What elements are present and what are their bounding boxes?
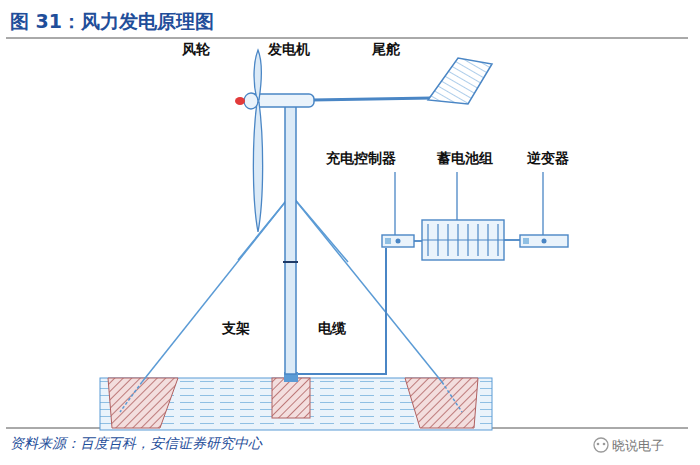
foundation [100,372,492,430]
part-name: 尾舵 [372,41,400,59]
leader-line [394,172,395,235]
tower-pole [285,106,296,374]
title-rule [6,38,688,39]
figure-title: 图 31：风力发电原理图 [10,9,214,35]
battery-symbol [417,150,507,262]
unit-label: 蓄电池组 [417,150,513,168]
controller-body [382,235,414,247]
source-caption: 资料来源：百度百科，安信证券研究中心 [10,435,262,453]
cable [298,248,386,374]
part-name: 支架 [222,320,250,338]
watermark: 晓说电子 [612,437,664,455]
leader-line [456,172,457,220]
inverter-body [520,235,568,247]
battery-unit: 蓄电池组 [417,150,513,262]
inverter-unit: 逆变器 [515,150,581,252]
watermark-icon [594,438,608,452]
unit-label: 充电控制器 [302,150,420,168]
unit-label: 逆变器 [515,150,581,168]
battery-body [422,220,504,260]
leader-line [542,172,543,235]
part-name: 电缆 [318,320,346,338]
tail-boom [312,98,432,100]
controller-unit: 充电控制器 [302,150,420,252]
wire-connector [414,240,422,242]
tail-vane [428,58,492,104]
part-name: 风轮 [182,41,210,59]
rotor [235,50,263,232]
part-name: 发电机 [268,41,310,59]
wire-connector [504,239,520,241]
